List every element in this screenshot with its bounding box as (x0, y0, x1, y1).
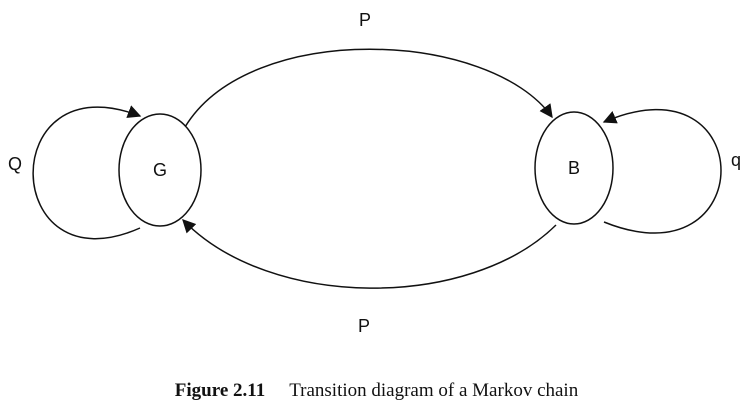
figure-caption: Figure 2.11 Transition diagram of a Marko… (0, 380, 753, 402)
edge-g-to-g (32, 105, 142, 240)
markov-transition-diagram: G B Q P P q (8, 10, 741, 336)
edge-label-b-self: q (731, 150, 741, 170)
edge-label-b-to-g: P (358, 316, 370, 336)
node-g-label: G (153, 160, 167, 180)
edge-label-g-self: Q (8, 154, 22, 174)
node-b (534, 111, 614, 225)
edge-b-to-b (602, 108, 722, 234)
caption-figure-number: Figure 2.11 (174, 380, 266, 401)
edge-b-to-g (182, 219, 557, 289)
caption-text: Transition diagram of a Markov chain (289, 380, 579, 401)
edge-label-g-to-b: P (359, 10, 371, 30)
edge-g-to-b (184, 48, 553, 128)
node-b-label: B (568, 158, 580, 178)
node-g (118, 113, 202, 227)
